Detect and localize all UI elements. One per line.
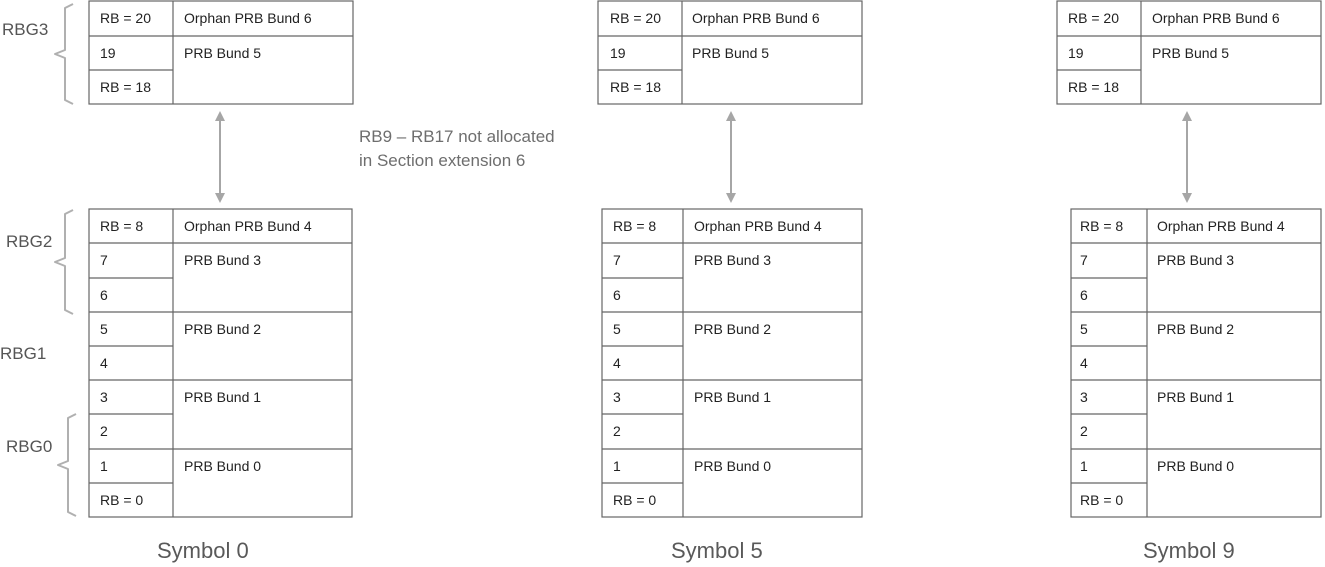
- rb-cell: 1: [613, 458, 621, 474]
- rb-cell: RB = 18: [1068, 79, 1119, 95]
- rb-cell: 3: [1080, 389, 1088, 405]
- arrow-head-up: [1182, 111, 1192, 121]
- rb-cell: 1: [100, 458, 108, 474]
- bundle-cell: PRB Bund 1: [1157, 389, 1235, 405]
- bundle-cell: PRB Bund 5: [692, 45, 770, 61]
- arrow-head-down: [215, 193, 225, 203]
- rb-cell: 3: [100, 389, 108, 405]
- rb-cell: 19: [100, 45, 116, 61]
- rb-cell: RB = 8: [1080, 218, 1124, 234]
- bundle-cell: PRB Bund 3: [184, 252, 262, 268]
- rb-cell: 6: [613, 287, 621, 303]
- bundle-cell: PRB Bund 3: [694, 252, 772, 268]
- bundle-cell: PRB Bund 2: [184, 321, 262, 337]
- bundle-cell: PRB Bund 3: [1157, 252, 1235, 268]
- rb-cell: 19: [1068, 45, 1084, 61]
- bundle-cell: PRB Bund 0: [184, 458, 262, 474]
- rb-cell: 19: [610, 45, 626, 61]
- rb-cell: RB = 18: [100, 79, 151, 95]
- symbol-label: Symbol 5: [671, 538, 763, 563]
- rb-cell: 2: [1080, 423, 1088, 439]
- rb-cell: 7: [1080, 252, 1088, 268]
- bundle-cell: Orphan PRB Bund 6: [184, 10, 312, 26]
- top-group-box: [1056, 0, 1322, 105]
- rb-cell: 5: [100, 321, 108, 337]
- arrow-head-down: [726, 193, 736, 203]
- rb-cell: 4: [100, 355, 108, 371]
- rb-cell: RB = 18: [610, 79, 661, 95]
- rbg2-label: RBG2: [6, 232, 53, 251]
- rb-cell: 4: [1080, 355, 1088, 371]
- bundle-cell: PRB Bund 1: [694, 389, 772, 405]
- bundle-cell: PRB Bund 0: [1157, 458, 1235, 474]
- symbol-label: Symbol 0: [157, 538, 249, 563]
- rb-cell: RB = 0: [1080, 492, 1124, 508]
- rb-cell: 7: [100, 252, 108, 268]
- rb-cell: 7: [613, 252, 621, 268]
- rb-cell: 6: [100, 287, 108, 303]
- bundle-cell: Orphan PRB Bund 4: [1157, 218, 1285, 234]
- bundle-cell: Orphan PRB Bund 6: [692, 10, 820, 26]
- bundle-cell: Orphan PRB Bund 6: [1152, 10, 1280, 26]
- rbg0-label: RBG0: [6, 437, 53, 456]
- rb-cell: RB = 0: [613, 492, 657, 508]
- rbg2-bracket: [54, 209, 74, 315]
- bundle-cell: PRB Bund 5: [1152, 45, 1230, 61]
- rbg1-label: RBG1: [0, 344, 47, 363]
- bundle-cell: Orphan PRB Bund 4: [184, 218, 312, 234]
- bundle-cell: PRB Bund 5: [184, 45, 262, 61]
- note-line-1: RB9 – RB17 not allocated: [359, 127, 555, 146]
- rb-cell: 5: [1080, 321, 1088, 337]
- rb-cell: RB = 8: [100, 218, 144, 234]
- bottom-group-box: [1070, 208, 1322, 518]
- rb-cell: RB = 20: [100, 10, 151, 26]
- rb-cell: 1: [1080, 458, 1088, 474]
- arrow-head-up: [215, 111, 225, 121]
- arrow-head-up: [726, 111, 736, 121]
- top-group-box: [597, 0, 863, 105]
- rb-cell: 3: [613, 389, 621, 405]
- note-line-2: in Section extension 6: [359, 151, 526, 170]
- symbol-label: Symbol 9: [1143, 538, 1235, 563]
- rb-cell: RB = 20: [610, 10, 661, 26]
- bundle-cell: PRB Bund 0: [694, 458, 772, 474]
- bundle-cell: PRB Bund 2: [694, 321, 772, 337]
- rbg3-label: RBG3: [2, 20, 49, 39]
- rb-cell: 2: [100, 423, 108, 439]
- rbg3-bracket: [54, 3, 74, 105]
- rb-cell: 5: [613, 321, 621, 337]
- rb-cell: 6: [1080, 287, 1088, 303]
- rb-cell: 2: [613, 423, 621, 439]
- bundle-cell: PRB Bund 2: [1157, 321, 1235, 337]
- bottom-group-box: [88, 208, 353, 518]
- bundle-cell: PRB Bund 1: [184, 389, 262, 405]
- arrow-head-down: [1182, 193, 1192, 203]
- rb-cell: RB = 0: [100, 492, 144, 508]
- rb-cell: 4: [613, 355, 621, 371]
- top-group-box: [88, 0, 354, 105]
- rb-cell: RB = 8: [613, 218, 657, 234]
- rbg0-bracket: [57, 413, 77, 517]
- bundle-cell: Orphan PRB Bund 4: [694, 218, 822, 234]
- bottom-group-box: [601, 208, 863, 518]
- rb-cell: RB = 20: [1068, 10, 1119, 26]
